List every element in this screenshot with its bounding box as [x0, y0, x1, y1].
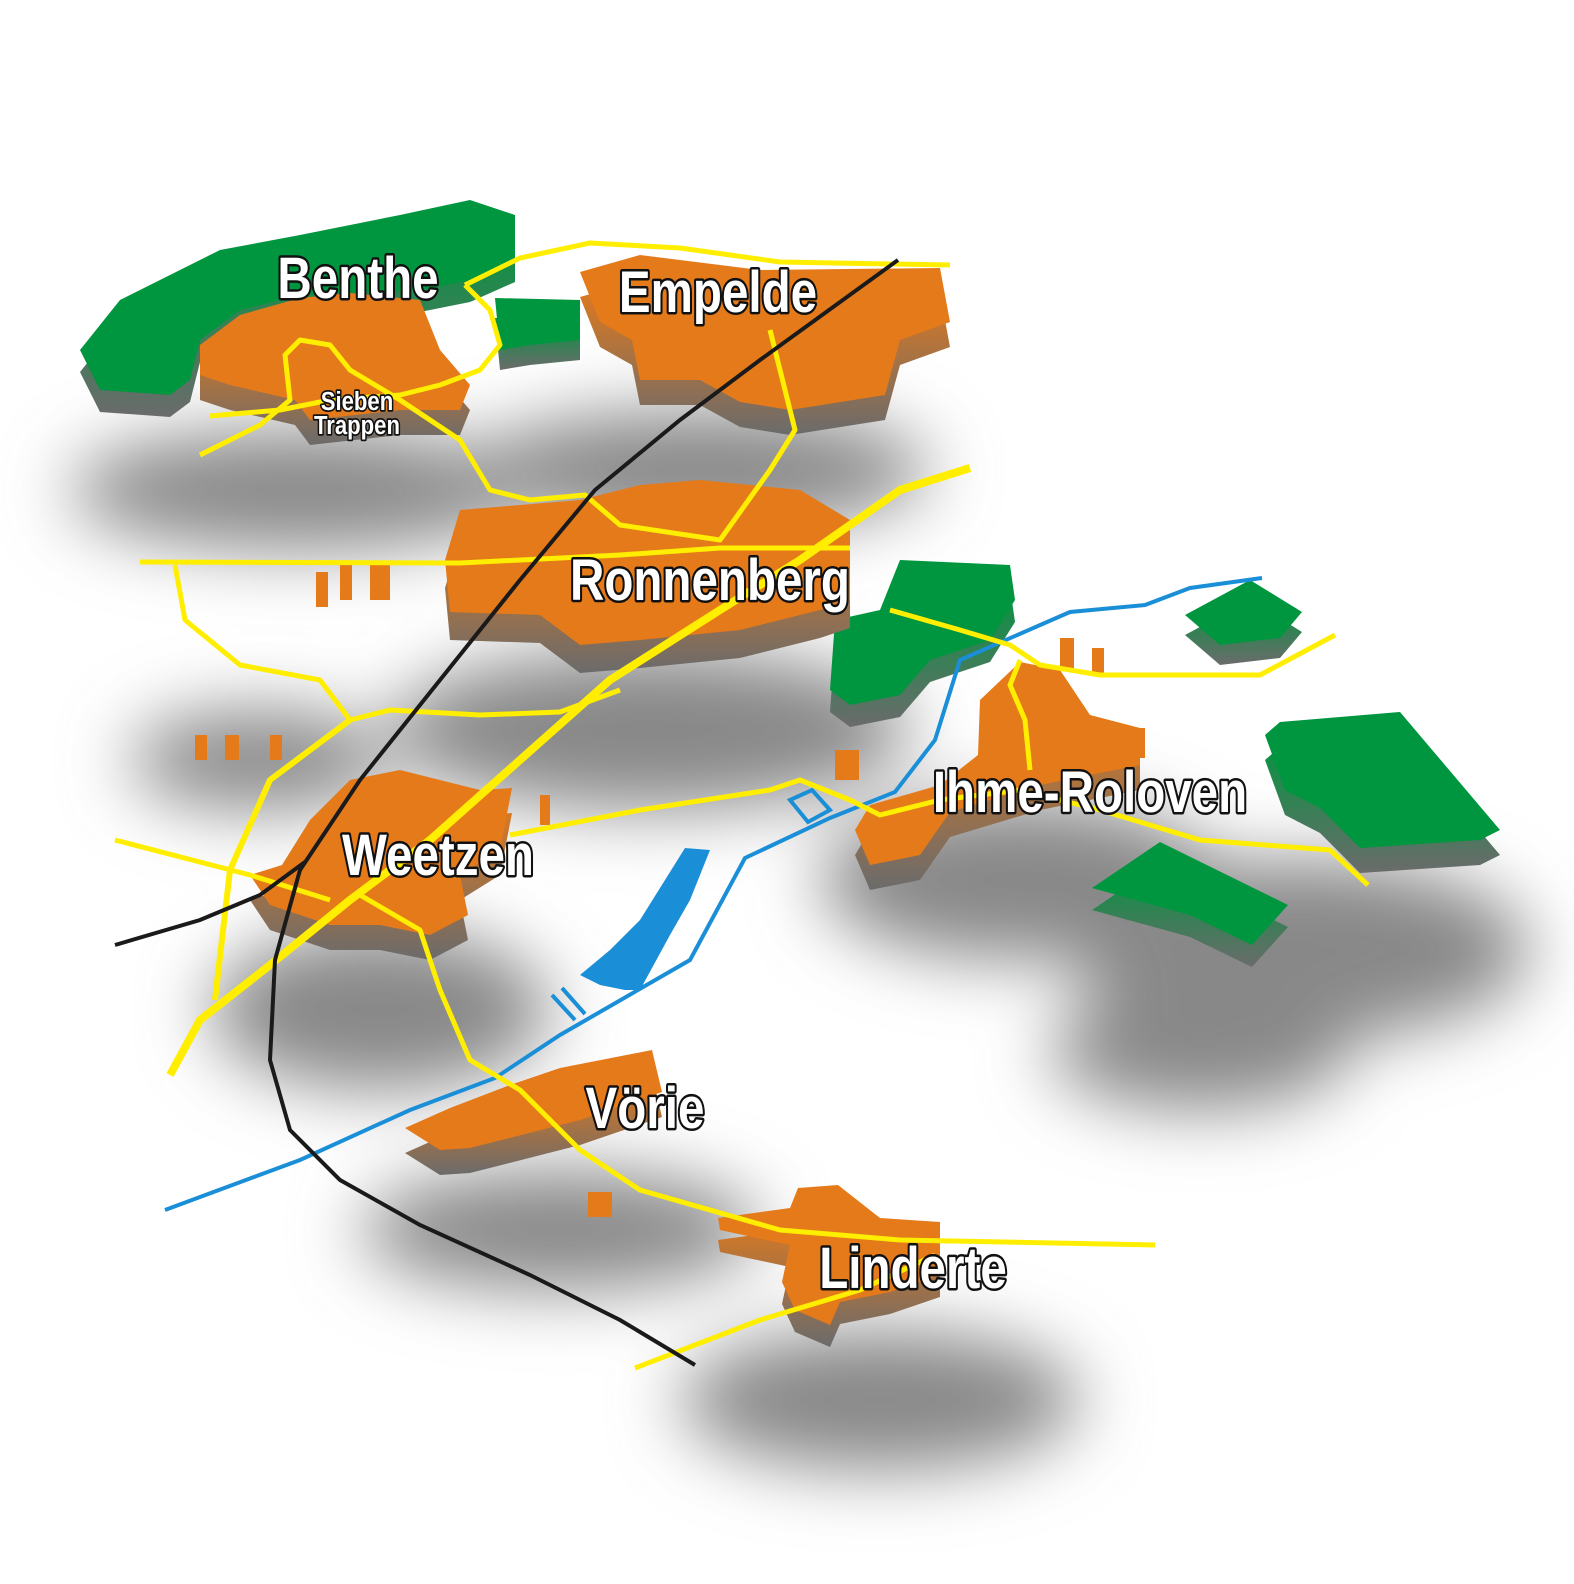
small-buildings: [195, 565, 1145, 1217]
roads: [114, 240, 1370, 1371]
label-weetzen: Weetzen: [342, 824, 534, 889]
label-trappen: Trappen: [314, 411, 400, 440]
label-sieben: Sieben: [321, 387, 393, 416]
label-linderte: Linderte: [819, 1237, 1007, 1302]
water-features: [164, 576, 1263, 1212]
ponds: [580, 848, 710, 990]
label-empelde: Empelde: [619, 261, 817, 326]
railway: [267, 258, 900, 1367]
forest-empelde: [495, 298, 580, 370]
settlement-linderte: [718, 1185, 940, 1347]
forest-benthe: [80, 200, 515, 417]
forest-southeast: [1092, 842, 1288, 967]
railway-branch: [114, 860, 307, 947]
label-benthe: Benthe: [277, 247, 438, 312]
label-voerie: Vörie: [586, 1077, 705, 1142]
label-ihme-roloven: Ihme-Roloven: [933, 761, 1247, 826]
place-labels: Benthe Empelde Sieben Trappen Ronnenberg…: [275, 244, 1249, 1303]
settlement-ihme-roloven: [855, 662, 1140, 890]
forest-northeast: [1185, 580, 1302, 665]
river: [164, 576, 1263, 1212]
label-ronnenberg: Ronnenberg: [570, 549, 850, 614]
forest-areas: [80, 200, 1500, 967]
forest-ihme: [830, 560, 1015, 727]
forest-east: [1265, 712, 1500, 873]
